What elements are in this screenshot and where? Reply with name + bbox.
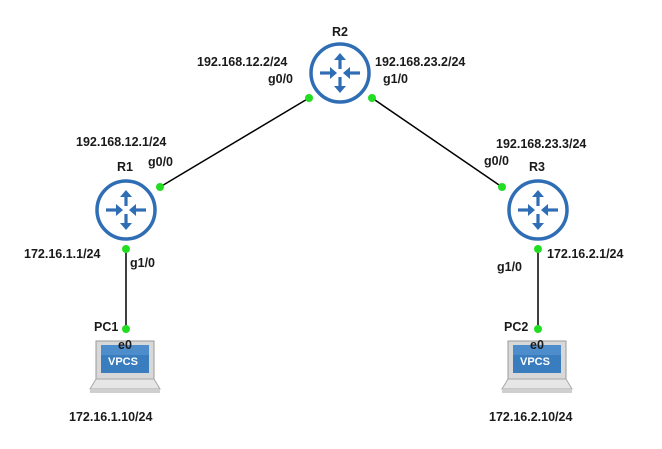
pc1-screen-label: VPCS — [108, 356, 138, 368]
r1-g10-ip: 172.16.1.1/24 — [24, 247, 101, 261]
r1-g00-ip: 192.168.12.1/24 — [76, 135, 166, 149]
r3-g00-ip: 192.168.23.3/24 — [496, 137, 586, 151]
router-r1[interactable] — [95, 179, 157, 241]
port-dot-r1-g00[interactable] — [156, 183, 164, 191]
router-r2-name: R2 — [332, 25, 348, 39]
port-dot-r3-g00[interactable] — [498, 183, 506, 191]
port-dot-r2-g00[interactable] — [305, 94, 313, 102]
r2-g10-port: g1/0 — [383, 72, 408, 86]
pc1-e0-port: e0 — [118, 338, 132, 352]
r3-g00-port: g0/0 — [484, 154, 509, 168]
router-r1-name: R1 — [117, 160, 133, 174]
link-r1-r2[interactable] — [159, 97, 310, 188]
port-dot-r3-g10[interactable] — [534, 245, 542, 253]
r1-g00-port: g0/0 — [148, 155, 173, 169]
r3-g10-port: g1/0 — [497, 260, 522, 274]
port-dot-pc2-e0[interactable] — [534, 325, 542, 333]
router-r3[interactable] — [507, 179, 569, 241]
link-r2-r3[interactable] — [371, 97, 503, 188]
vpcs-pc1[interactable]: VPCS — [89, 340, 161, 393]
port-dot-r1-g10[interactable] — [122, 245, 130, 253]
r3-g10-ip: 172.16.2.1/24 — [547, 247, 624, 261]
pc1-name: PC1 — [94, 320, 118, 334]
port-dot-r2-g10[interactable] — [368, 94, 376, 102]
pc2-e0-ip: 172.16.2.10/24 — [489, 410, 572, 424]
r2-g10-ip: 192.168.23.2/24 — [375, 55, 465, 69]
port-dot-pc1-e0[interactable] — [122, 325, 130, 333]
pc2-screen-label: VPCS — [520, 356, 550, 368]
r2-g00-port: g0/0 — [268, 72, 293, 86]
r2-g00-ip: 192.168.12.2/24 — [197, 55, 287, 69]
r1-g10-port: g1/0 — [130, 256, 155, 270]
router-r3-name: R3 — [529, 160, 545, 174]
vpcs-pc2[interactable]: VPCS — [501, 340, 573, 393]
pc2-e0-port: e0 — [530, 338, 544, 352]
pc1-e0-ip: 172.16.1.10/24 — [69, 410, 152, 424]
router-r2[interactable] — [309, 42, 371, 104]
pc2-name: PC2 — [504, 320, 528, 334]
